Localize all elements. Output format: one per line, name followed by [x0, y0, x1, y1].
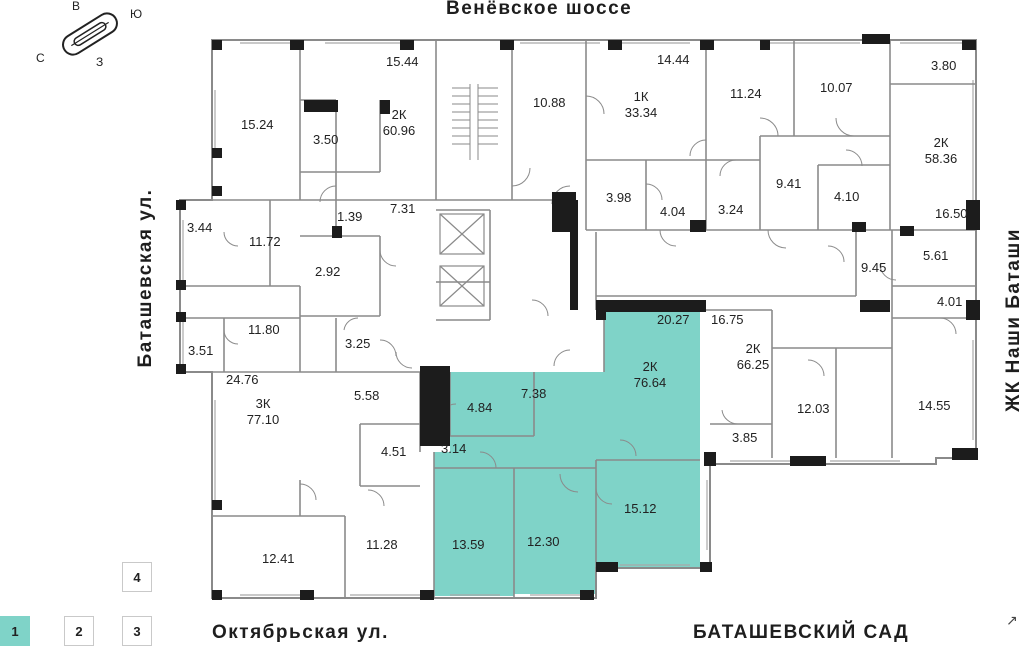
apartment-area: 77.10: [247, 412, 280, 427]
compass-east: В: [72, 0, 80, 13]
room-area: 11.28: [366, 537, 398, 552]
apartment-labels: 2К 60.96 1К 33.34 2К 58.36 3К 77.10 2К 7…: [247, 89, 958, 427]
door-swings: [223, 95, 957, 507]
building-button-2[interactable]: 2: [64, 616, 94, 646]
room-area: 7.31: [390, 201, 415, 216]
building-button-3[interactable]: 3: [122, 616, 152, 646]
apartment-type: 2К: [746, 341, 761, 356]
room-area: 16.50: [935, 206, 968, 221]
street-label-bottom-left: Октябрьская ул.: [212, 622, 389, 643]
room-area: 14.55: [918, 398, 951, 413]
room-area: 2.92: [315, 264, 340, 279]
room-area: 3.51: [188, 343, 213, 358]
apartment-type: 2К: [392, 107, 407, 122]
windows: [182, 42, 974, 596]
room-area: 15.44: [386, 54, 419, 69]
room-area: 12.30: [527, 534, 560, 549]
room-area: 14.44: [657, 52, 690, 67]
apartment-area: 33.34: [625, 105, 658, 120]
staircase: [452, 84, 498, 160]
room-area: 4.01: [937, 294, 962, 309]
room-area: 4.10: [834, 189, 859, 204]
room-area: 12.03: [797, 401, 830, 416]
room-area: 11.24: [730, 86, 762, 101]
room-area: 3.80: [931, 58, 956, 73]
thick-walls[interactable]: [176, 34, 980, 600]
apartment-area: 58.36: [925, 151, 958, 166]
room-area: 3.25: [345, 336, 370, 351]
room-area: 3.50: [313, 132, 338, 147]
apartment-type: 2К: [934, 135, 949, 150]
apartment-area: 60.96: [383, 123, 416, 138]
room-area: 5.61: [923, 248, 948, 263]
apartment-area: 66.25: [737, 357, 770, 372]
room-area: 3.14: [441, 441, 466, 456]
apartment-highlight[interactable]: [434, 310, 700, 596]
room-area: 24.76: [226, 372, 259, 387]
room-area: 15.12: [624, 501, 657, 516]
building-button-1[interactable]: 1: [0, 616, 30, 646]
compass-north: С: [36, 51, 45, 65]
compass-south: Ю: [130, 7, 142, 21]
room-area: 4.84: [467, 400, 492, 415]
room-area: 7.38: [521, 386, 546, 401]
room-area: 4.04: [660, 204, 685, 219]
elevator-icon: [439, 213, 485, 307]
room-area: 9.41: [776, 176, 801, 191]
street-label-top: Венёвское шоссе: [446, 0, 633, 19]
room-area: 20.27: [657, 312, 690, 327]
room-area: 3.44: [187, 220, 212, 235]
room-area: 1.39: [337, 209, 362, 224]
room-area: 5.58: [354, 388, 379, 403]
room-area: 9.45: [861, 260, 886, 275]
room-area: 3.98: [606, 190, 631, 205]
building-button-4[interactable]: 4: [122, 562, 152, 592]
apartment-type: 3К: [256, 396, 271, 411]
street-label-bottom-right: БАТАШЕВСКИЙ САД: [693, 622, 910, 643]
room-area: 11.80: [248, 322, 280, 337]
room-area: 3.85: [732, 430, 757, 445]
compass-west: З: [96, 55, 103, 69]
room-area: 16.75: [711, 312, 744, 327]
room-area: 4.51: [381, 444, 406, 459]
apartment-type: 2К: [643, 359, 658, 374]
room-area: 15.24: [241, 117, 274, 132]
arrow-icon: ↗: [1006, 612, 1018, 628]
room-area: 11.72: [249, 234, 281, 249]
room-area: 12.41: [262, 551, 295, 566]
room-area: 10.07: [820, 80, 853, 95]
room-area: 10.88: [533, 95, 566, 110]
room-labels: 15.44 15.24 3.50 1.39 7.31 3.44 11.72 2.…: [187, 52, 968, 566]
apartment-area: 76.64: [634, 375, 667, 390]
room-area: 3.24: [718, 202, 743, 217]
apartment-type: 1К: [634, 89, 649, 104]
room-area: 13.59: [452, 537, 485, 552]
compass-icon: В Ю С З: [36, 0, 142, 69]
